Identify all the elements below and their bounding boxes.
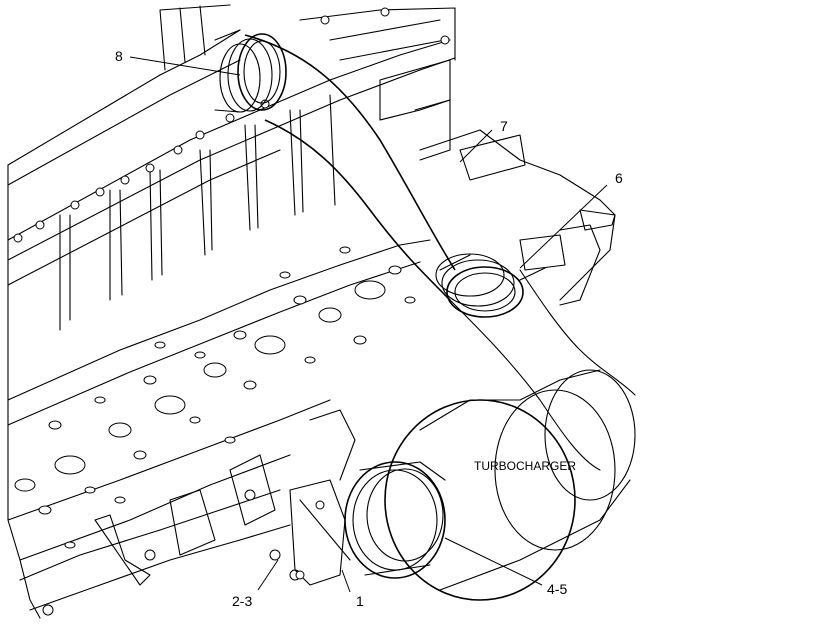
intake-elbow-pipe <box>244 34 636 471</box>
callout-1: 1 <box>356 593 364 609</box>
rail-bolts <box>13 7 450 243</box>
callout-6: 6 <box>615 170 623 186</box>
engine-block <box>7 4 616 619</box>
leader-lines <box>129 56 608 593</box>
turbocharger-label: TURBOCHARGER <box>474 459 576 473</box>
callout-8: 8 <box>115 48 123 64</box>
lower-hose-coupling <box>435 253 546 318</box>
exhaust-manifold <box>19 454 301 616</box>
callout-2-3: 2-3 <box>232 593 252 609</box>
cylinder-head-deck <box>14 246 416 549</box>
turbocharger <box>289 369 636 601</box>
callout-4-5: 4-5 <box>547 581 567 597</box>
callout-7: 7 <box>500 118 508 134</box>
upper-hose-coupling <box>214 29 287 113</box>
